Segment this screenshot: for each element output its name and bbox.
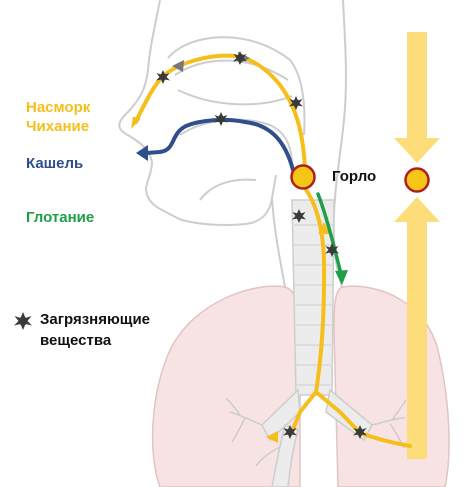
pollutant-particle-icon [14,312,32,330]
up-arrow-head [394,197,440,222]
sneezing-text: Чихание [26,118,90,135]
pollutants-line-2: вещества [40,332,112,349]
swallow-path [316,192,348,285]
throat-marker-icon [290,164,316,190]
cough-path [136,117,295,172]
down-arrow-shaft [407,32,427,144]
sneeze-path-arrowheads [131,116,330,443]
runny-nose-text: Насморк [26,99,91,116]
cough-label: Кашель [26,155,84,172]
down-arrow-head [394,138,440,163]
throat-label: Горло [332,168,377,185]
sneeze-label: Насморк Чихание [26,98,146,136]
cough-force-arrows [394,32,440,459]
swallow-label: Глотание [26,209,95,226]
right-lung [333,285,450,487]
throat-marker-icon [404,167,430,193]
pollutants-legend-label: Загрязняющие вещества [40,309,150,351]
up-arrow-shaft [407,216,427,459]
pollutants-line-1: Загрязняющие [40,311,151,328]
